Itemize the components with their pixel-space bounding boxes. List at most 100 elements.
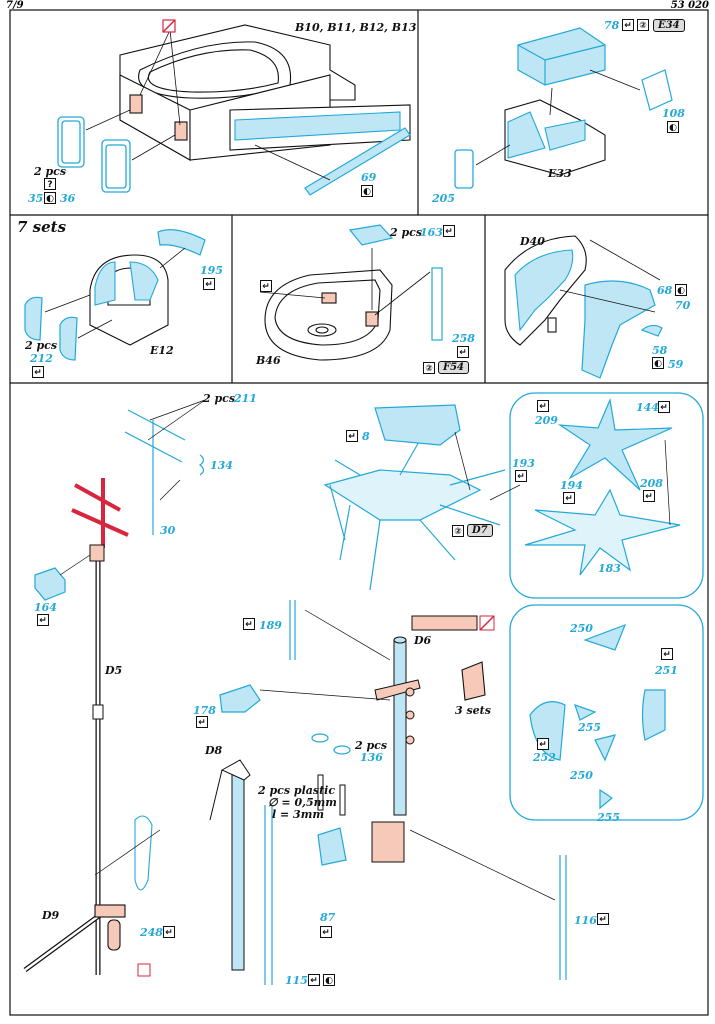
fold-icon: ↵ [163, 926, 175, 938]
fold-icon: ↵ [661, 648, 673, 660]
badge-e34: E34 [653, 19, 685, 32]
label-144: 144 [636, 401, 659, 414]
part-134 [198, 454, 205, 476]
ladder-115 [264, 805, 273, 985]
label-252: 252 [533, 751, 556, 764]
label-36: 36 [60, 192, 76, 205]
label-69: 69 [361, 171, 377, 184]
part-87 [317, 827, 347, 866]
yin-yang-icon: ◐ [667, 121, 679, 133]
main-pcs-211: 2 pcs [203, 392, 236, 405]
ref-b46: B46 [256, 354, 281, 367]
door-205 [454, 149, 474, 189]
panel1-arrows [85, 29, 331, 181]
label-211: 211 [234, 392, 257, 405]
fold-icon: ↵ [597, 913, 609, 925]
platform-b46-drawing [264, 269, 393, 361]
yardarm-211-30 [124, 409, 186, 535]
label-205: 205 [432, 192, 455, 205]
label-195: 195 [200, 264, 223, 277]
rings-136 [311, 733, 351, 755]
panel5-arrows [559, 239, 661, 313]
fold-icon: ↵ [622, 19, 634, 31]
panel3-title: 7 sets [17, 218, 67, 236]
plastic-note-2: ∅ = 0,5mm [268, 796, 337, 809]
panel1-pcs: 2 pcs [34, 165, 67, 178]
fold-icon: ↵ [308, 974, 320, 986]
label-255b: 255 [597, 811, 620, 824]
box-e33-drawing [504, 99, 606, 176]
tower-block-drawing [119, 24, 411, 161]
fold-icon: ↵ [320, 926, 332, 938]
star-183 [524, 488, 681, 576]
panel4-pcs: 2 pcs [390, 226, 423, 239]
label-208: 208 [640, 477, 663, 490]
ref-d8: D8 [205, 744, 223, 757]
part-178 [219, 684, 261, 713]
fold-icon: ↵ [346, 430, 358, 442]
label-250b: 250 [570, 769, 593, 782]
badge-f54: F54 [438, 361, 470, 374]
fold-icon: ↵ [563, 492, 575, 504]
label-194: 194 [560, 479, 583, 492]
plastic-note-3: l = 3mm [272, 808, 324, 821]
part-163 [348, 224, 394, 246]
yin-yang-icon: ◐ [44, 192, 56, 204]
label-250a: 250 [570, 622, 593, 635]
cut-red-marker-2 [137, 963, 151, 977]
replace-icon: ② [452, 525, 464, 537]
fold-icon: ↵ [643, 490, 655, 502]
fold-icon: ↵ [37, 614, 49, 626]
badge-d7: D7 [467, 524, 493, 537]
main-pcs-136: 2 pcs [355, 739, 388, 752]
box-78 [517, 27, 606, 86]
question-icon: ? [44, 178, 56, 190]
label-78: 78 [604, 19, 620, 32]
kit-code: 53 020 [670, 0, 709, 11]
mast-d6-drawing [371, 636, 421, 863]
main-leaders [59, 399, 671, 901]
mast-d5-drawing [71, 478, 129, 975]
fold-icon: ↵ [537, 738, 549, 750]
ref-e12: E12 [150, 344, 174, 357]
label-258: 258 [452, 332, 475, 345]
ladder-116 [559, 855, 567, 980]
replace-icon: ② [423, 362, 435, 374]
yin-yang-icon: ◐ [323, 974, 335, 986]
fold-icon: ↵ [537, 400, 549, 412]
label-35: 35 [28, 192, 44, 205]
page-number: 7/9 [6, 0, 24, 11]
panel1-title: B10, B11, B12, B13 [295, 21, 417, 34]
fold-icon: ↵ [457, 346, 469, 358]
cabin-e12-drawing [89, 254, 169, 346]
label-163: 163 [420, 226, 443, 239]
radar-platform-drawing [323, 439, 506, 591]
label-189: 189 [259, 619, 282, 632]
fold-icon: ↵ [443, 225, 455, 237]
part-195 [157, 229, 206, 256]
fold-icon: ↵ [196, 716, 208, 728]
label-59: 59 [668, 358, 684, 371]
label-178: 178 [193, 704, 216, 717]
panel3-arrows [44, 247, 186, 339]
label-136: 136 [360, 751, 383, 764]
doors-35-36 [57, 116, 131, 193]
plate-68-70 [581, 280, 656, 379]
part-212 [24, 296, 78, 361]
shield-d40-drawing [504, 235, 587, 346]
fold-icon: ↵ [203, 278, 215, 290]
label-255a: 255 [578, 721, 601, 734]
label-70: 70 [675, 299, 691, 312]
label-116: 116 [574, 914, 597, 927]
ref-d9: D9 [42, 909, 60, 922]
panel3-pcs: 2 pcs [25, 339, 58, 352]
plastic-strip [411, 615, 478, 631]
label-183: 183 [598, 562, 621, 575]
yin-yang-icon: ◐ [361, 185, 373, 197]
label-68: 68 [657, 284, 673, 297]
radar-parts [529, 623, 666, 810]
part-164 [34, 567, 66, 601]
mast-d8-drawing [209, 759, 251, 971]
label-164: 164 [34, 601, 57, 614]
label-58: 58 [652, 344, 668, 357]
